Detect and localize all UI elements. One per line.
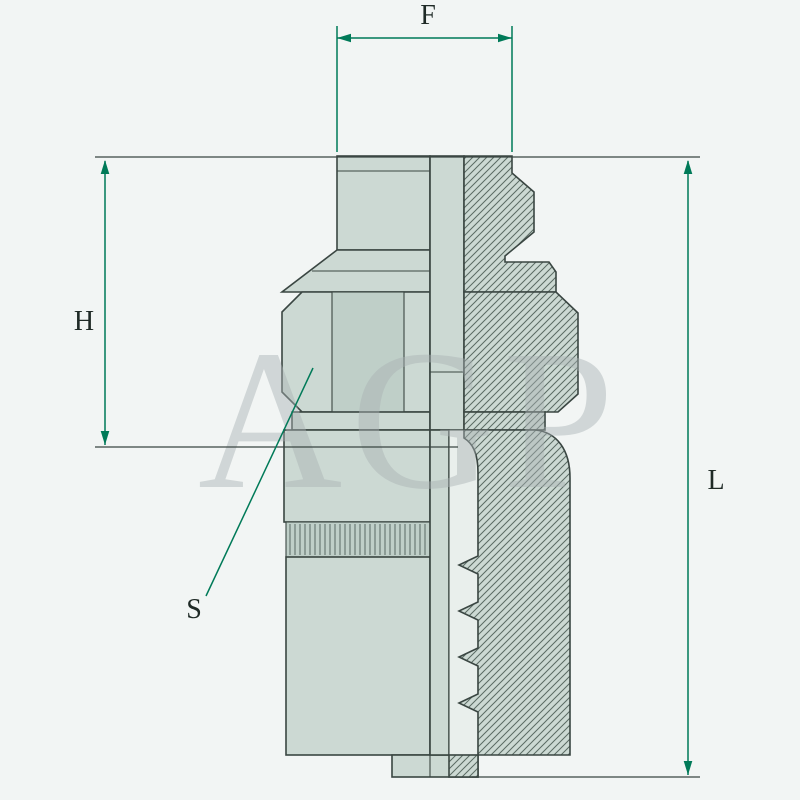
watermark-text: AGP	[198, 310, 622, 531]
leader-s: S	[186, 367, 314, 625]
h-label: H	[74, 306, 94, 337]
dimension-l: L	[683, 160, 725, 775]
ferrule-shell	[285, 556, 431, 756]
dimension-f: F	[336, 0, 513, 152]
thread-section	[463, 155, 557, 293]
tail-section	[448, 754, 479, 778]
dimension-annotations: F H L S	[74, 0, 725, 778]
fitting-external-view	[279, 155, 479, 778]
h-arrow-top	[100, 160, 110, 174]
l-arrow-bottom	[683, 761, 693, 775]
s-label: S	[186, 594, 202, 625]
h-arrow-bottom	[100, 431, 110, 445]
dimension-h: H	[74, 160, 110, 445]
fitting-section-view	[429, 155, 579, 778]
f-label: F	[420, 0, 436, 31]
hex-nut-facet	[331, 291, 405, 413]
f-arrow-right	[498, 33, 512, 43]
ferrule-wall-section	[457, 429, 571, 756]
f-arrow-left	[337, 33, 351, 43]
s-leader-line	[205, 367, 314, 597]
male-stud	[336, 155, 431, 251]
l-label: L	[707, 465, 724, 496]
knurl-texture	[289, 524, 426, 555]
l-arrow-top	[683, 160, 693, 174]
